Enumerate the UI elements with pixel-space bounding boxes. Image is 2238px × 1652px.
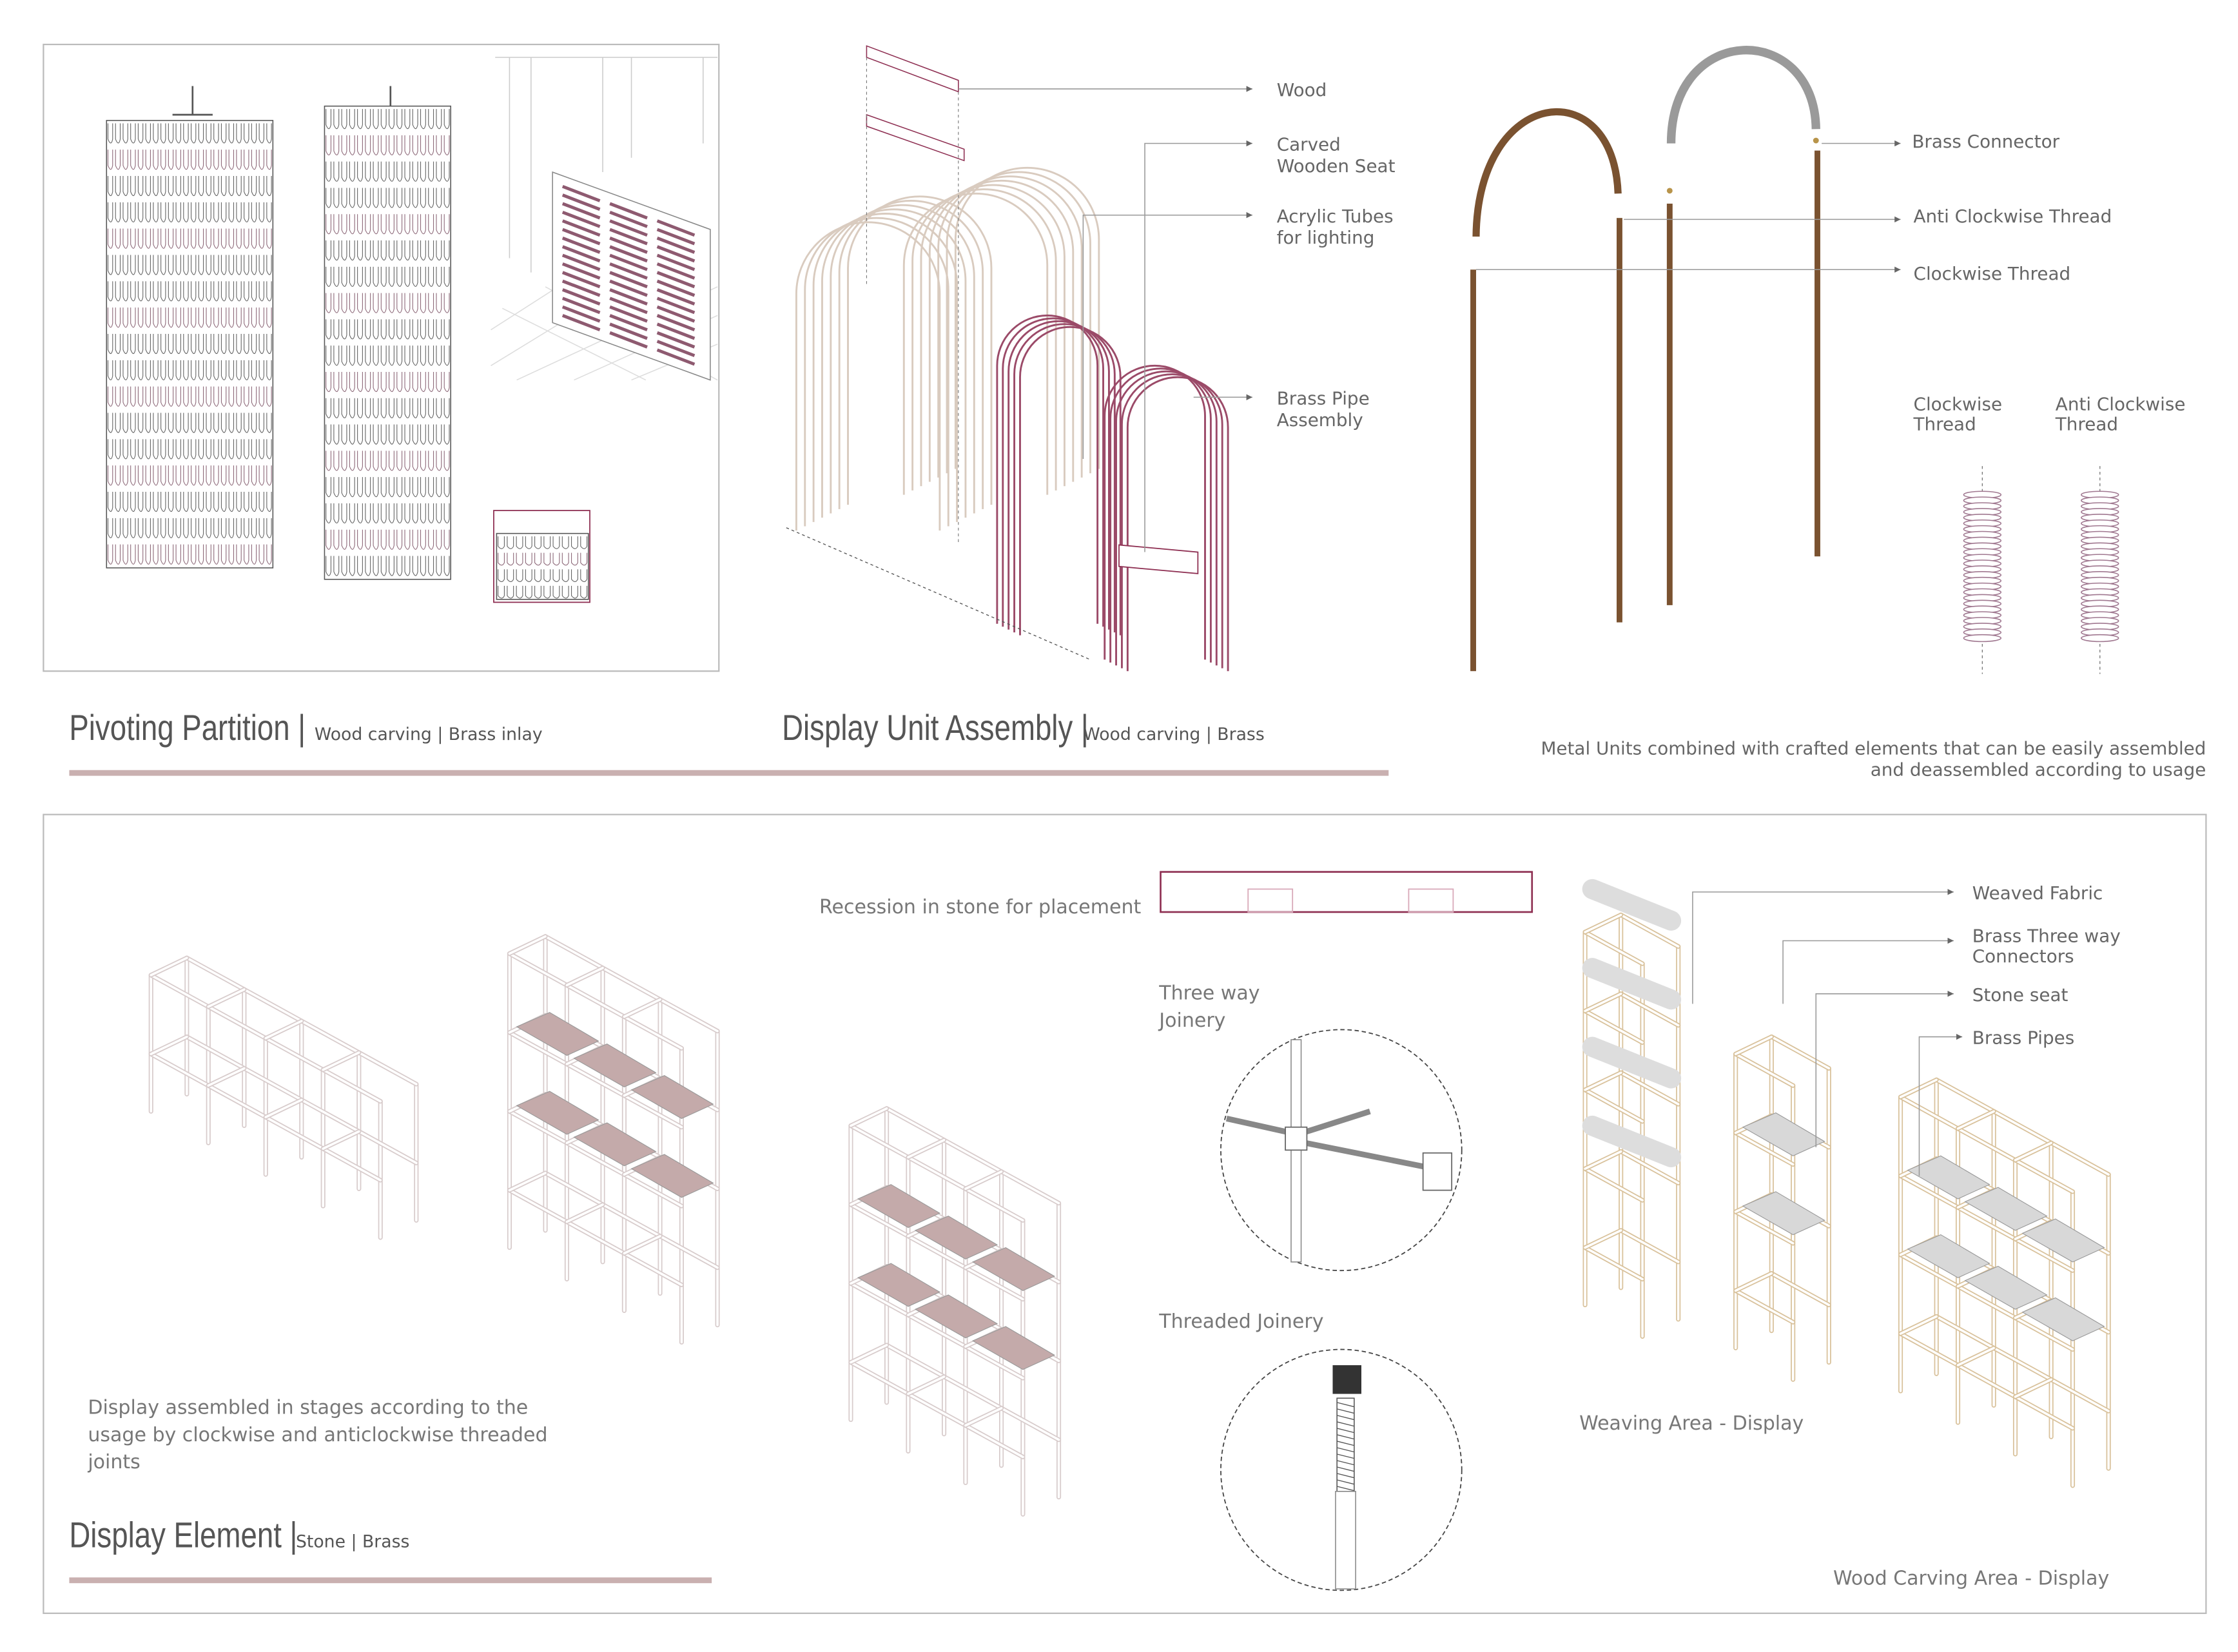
three-way-label-2: Joinery (1158, 1009, 1225, 1032)
description-line-1: Display assembled in stages according to… (88, 1397, 528, 1419)
metal-units-caption-2: and deassembled according to usage (1871, 759, 2206, 781)
display-element-stage-drawings (148, 879, 2111, 1517)
display-unit-subtitle: Wood carving | Brass (1083, 724, 1264, 744)
label-cw-2: Thread (1913, 413, 1976, 434)
section-divider-bottom (69, 1577, 712, 1584)
label-acw-1: Anti Clockwise (2056, 393, 2186, 414)
description-line-2: usage by clockwise and anticlockwise thr… (88, 1424, 547, 1446)
metal-units-caption-1: Metal Units combined with crafted elemen… (1541, 737, 2206, 759)
display-element-title: Display Element | (69, 1515, 297, 1555)
carved-panel-pivoted (324, 86, 452, 580)
label-acw-2: Thread (2055, 413, 2118, 434)
label-seat-1: Carved (1277, 134, 1341, 155)
label-brass-three-way-2: Connectors (1972, 946, 2074, 967)
label-brass-three-way-1: Brass Three way (1972, 926, 2121, 947)
stone-recession-section (1160, 871, 1533, 913)
partition-title: Pivoting Partition | (69, 708, 306, 748)
three-way-label-1: Three way (1158, 982, 1260, 1005)
label-cw-1: Clockwise (1914, 393, 2003, 414)
recession-label: Recession in stone for placement (819, 896, 1141, 918)
display-element-callouts (1692, 889, 1963, 1176)
label-brass-connector: Brass Connector (1912, 131, 2059, 152)
description-line-3: joints (87, 1451, 140, 1473)
partition-subtitle: Wood carving | Brass inlay (315, 724, 543, 744)
threaded-joinery-detail (1220, 1348, 1463, 1591)
three-way-joinery-detail (1220, 1029, 1463, 1272)
weaving-area-label: Weaving Area - Display (1579, 1412, 1804, 1435)
partition-frame (43, 43, 720, 672)
display-element-frame (43, 813, 2207, 1615)
display-unit-exploded-drawing (786, 45, 1229, 672)
carved-panel-front (106, 86, 274, 568)
partition-in-context-drawing (491, 57, 718, 603)
section-divider-top (69, 770, 1389, 776)
label-acrylic-2: for lighting (1277, 227, 1375, 248)
metal-units-callouts (1475, 140, 1901, 273)
label-brass-1: Brass Pipe (1277, 387, 1370, 409)
metal-units-drawing (1470, 46, 2119, 674)
display-element-subtitle: Stone | Brass (296, 1532, 409, 1552)
label-seat-2: Wooden Seat (1277, 155, 1396, 177)
label-wood: Wood (1277, 79, 1327, 101)
display-unit-title: Display Unit Assembly | (782, 708, 1089, 748)
label-acrylic-1: Acrylic Tubes (1277, 206, 1394, 227)
label-brass-2: Assembly (1277, 409, 1363, 431)
display-unit-callouts (958, 86, 1252, 552)
label-stone-seat: Stone seat (1972, 984, 2068, 1006)
label-brass-pipes: Brass Pipes (1972, 1027, 2074, 1049)
label-anti-clockwise-thread: Anti Clockwise Thread (1914, 206, 2112, 227)
threaded-joinery-label: Threaded Joinery (1158, 1310, 1323, 1333)
wood-carving-area-label: Wood Carving Area - Display (1833, 1567, 2109, 1589)
label-weaved-fabric: Weaved Fabric (1972, 882, 2103, 904)
label-clockwise-thread: Clockwise Thread (1914, 263, 2071, 284)
